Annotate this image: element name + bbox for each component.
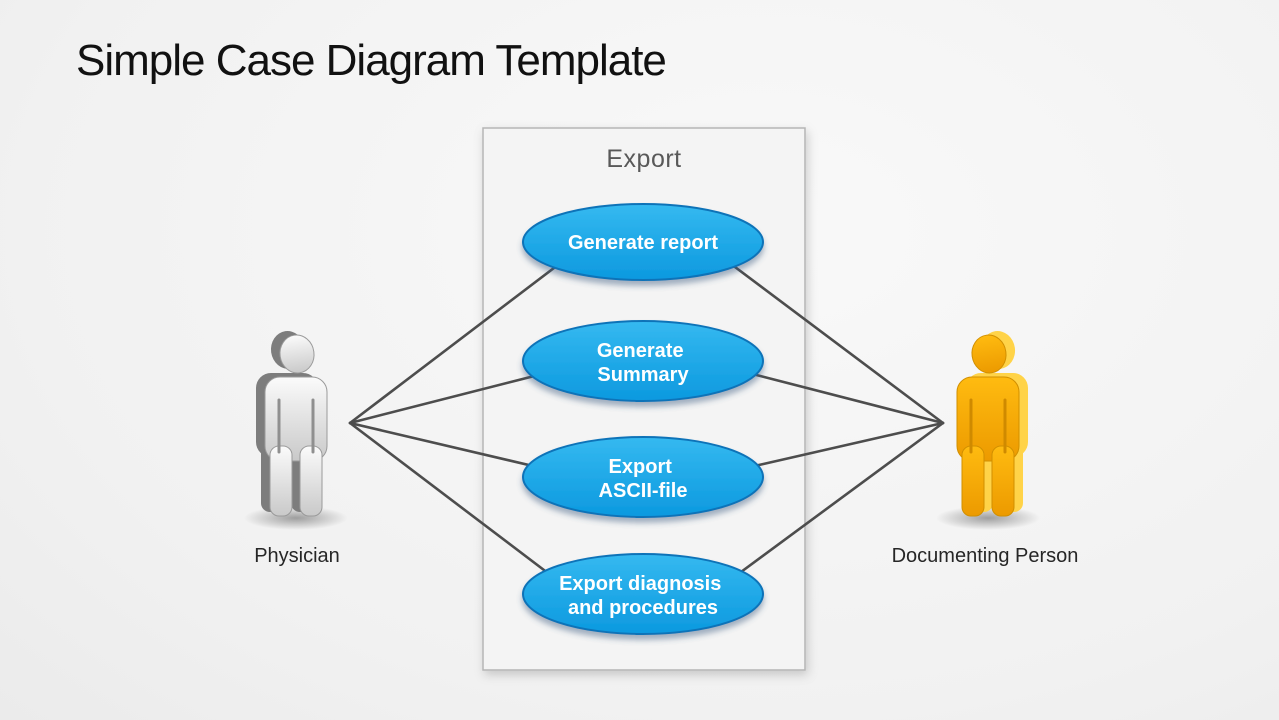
physician-floor-shadow (244, 506, 348, 530)
connector-documenting-person-generate-report (713, 250, 945, 425)
connector-documenting-person-export-diagnosis (720, 421, 945, 588)
slide-title: Simple Case Diagram Template (76, 36, 667, 85)
use-case-export-ascii-file-label: Export ASCII-file (599, 456, 688, 502)
system-boundary-label: Export (606, 145, 681, 173)
use-case-export-diagnosis[interactable]: Export diagnosis and procedures (522, 553, 764, 635)
person-icon-orange (956, 328, 1028, 517)
use-case-export-diagnosis-label: Export diagnosis and procedures (559, 573, 727, 619)
use-case-export-ascii-file[interactable]: Export ASCII-file (522, 436, 764, 518)
connector-documenting-person-export-ascii-file (735, 421, 945, 472)
use-case-generate-report-label: Generate report (568, 232, 718, 254)
actor-documenting-person[interactable] (936, 328, 1040, 530)
person-icon-gray (256, 328, 328, 517)
connector-physician-export-diagnosis (348, 421, 567, 588)
use-case-generate-summary-label: Generate Summary (597, 340, 690, 386)
connector-physician-generate-report (348, 250, 577, 425)
use-case-generate-summary[interactable]: Generate Summary (522, 320, 764, 402)
connector-documenting-person-generate-summary (735, 368, 945, 425)
documenting-person-floor-shadow (936, 506, 1040, 530)
connectors (348, 250, 945, 588)
actor-physician-label: Physician (254, 545, 340, 567)
actor-documenting-person-label: Documenting Person (892, 545, 1079, 567)
actor-physician[interactable] (244, 328, 348, 530)
use-case-generate-report[interactable]: Generate report (522, 203, 764, 281)
connector-physician-generate-summary (348, 370, 552, 425)
connector-physician-export-ascii-file (348, 421, 552, 472)
